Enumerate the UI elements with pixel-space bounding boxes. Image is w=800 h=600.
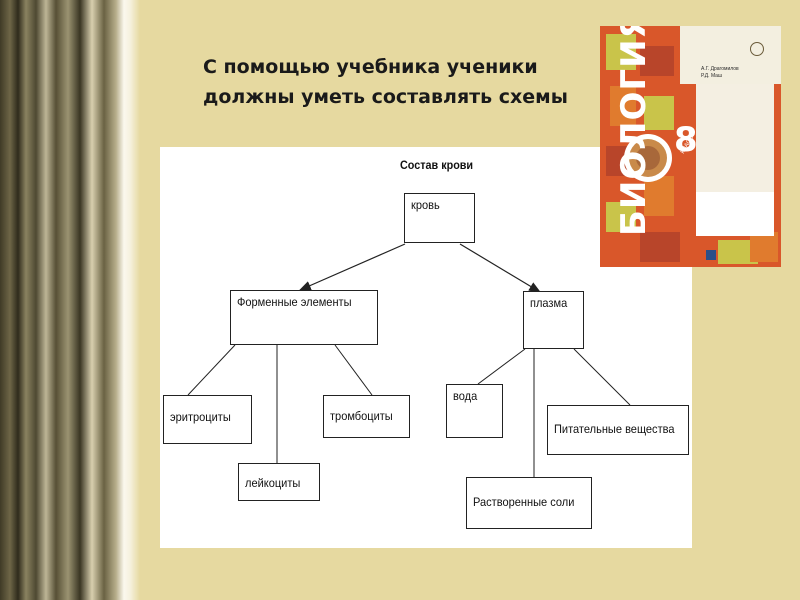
textbook-cover-image: А.Г. Драгомилов Р.Д. Маш БИОЛОГИЯ 8 КЛАС… <box>600 26 781 267</box>
publisher-badge-icon <box>750 42 764 56</box>
node-leukocytes-label: лейкоциты <box>245 476 300 490</box>
book-author-2: Р.Д. Маш <box>701 73 739 80</box>
link-plasma-water <box>478 349 525 384</box>
heading-line-2: должны уметь составлять схемы <box>203 82 598 112</box>
node-dissolved-salts: Растворенные соли <box>466 477 592 529</box>
cover-illustration <box>696 192 774 236</box>
link-plasma-nutrients <box>574 349 630 405</box>
diagram-title: Состав крови <box>400 158 473 172</box>
decorative-frame <box>0 0 140 600</box>
arrow-root-to-formed <box>300 244 405 290</box>
node-platelets-label: тромбоциты <box>330 409 393 423</box>
arrow-root-to-plasma <box>460 244 540 292</box>
node-blood: кровь <box>404 193 475 243</box>
node-leukocytes: лейкоциты <box>238 463 320 501</box>
node-nutrients: Питательные вещества <box>547 405 689 455</box>
node-blood-label: кровь <box>411 198 440 212</box>
node-dissolved-salts-label: Растворенные соли <box>473 495 574 509</box>
node-nutrients-label: Питательные вещества <box>554 422 675 436</box>
link-formed-platelets <box>335 345 372 395</box>
node-water: вода <box>446 384 503 438</box>
node-erythrocytes-label: эритроциты <box>170 410 231 424</box>
book-title: БИОЛОГИЯ <box>614 26 654 236</box>
publisher-logo-icon <box>706 250 716 260</box>
node-plasma: плазма <box>523 291 584 349</box>
book-author-1: А.Г. Драгомилов <box>701 66 739 73</box>
cover-photo <box>696 84 774 192</box>
node-platelets: тромбоциты <box>323 395 410 438</box>
node-plasma-label: плазма <box>530 296 567 310</box>
node-formed-elements-label: Форменные элементы <box>237 295 352 309</box>
link-formed-erythrocytes <box>188 345 235 395</box>
slide-heading: С помощью учебника ученики должны уметь … <box>203 52 598 112</box>
node-water-label: вода <box>453 389 477 403</box>
node-formed-elements: Форменные элементы <box>230 290 378 345</box>
heading-line-1: С помощью учебника ученики <box>203 52 598 82</box>
book-authors: А.Г. Драгомилов Р.Д. Маш <box>701 66 739 80</box>
node-erythrocytes: эритроциты <box>163 395 252 444</box>
